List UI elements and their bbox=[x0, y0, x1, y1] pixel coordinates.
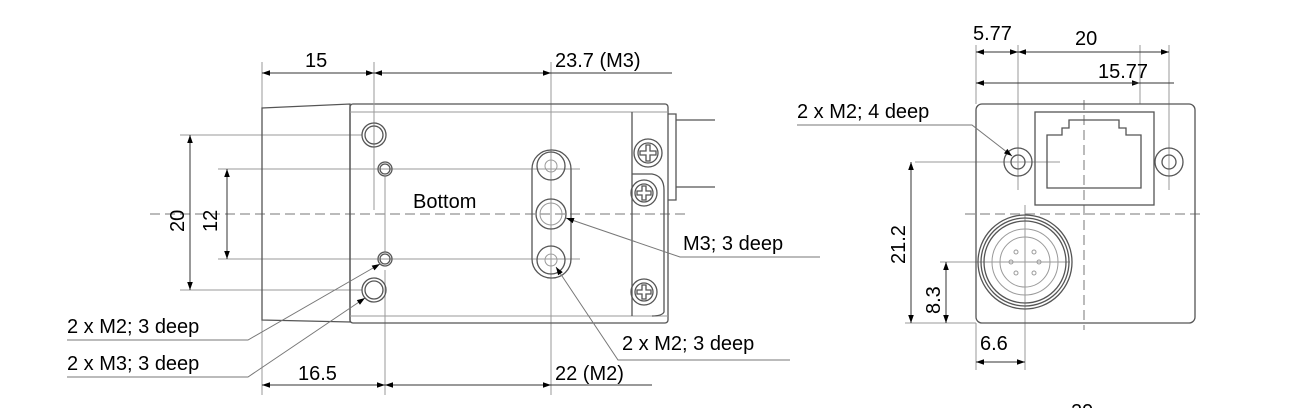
callout-m3-center: M3; 3 deep bbox=[683, 233, 783, 255]
dim-20-horizontal: 20 bbox=[1075, 28, 1097, 50]
mounting-slot bbox=[531, 149, 572, 279]
callout-m2-slot: 2 x M2; 3 deep bbox=[622, 333, 754, 355]
dim-5-77: 5.77 bbox=[973, 23, 1012, 45]
callout-m2-top: 2 x M2; 4 deep bbox=[797, 101, 929, 123]
rear-connector bbox=[668, 113, 715, 201]
extension-lines bbox=[905, 45, 1205, 370]
mounting-holes bbox=[361, 122, 393, 303]
dim-15: 15 bbox=[305, 50, 327, 72]
dim-23-7: 23.7 (M3) bbox=[555, 50, 641, 72]
dim-15-77: 15.77 bbox=[1098, 61, 1148, 83]
dim-29: 29 bbox=[1071, 401, 1093, 408]
dim-6-6: 6.6 bbox=[980, 333, 1008, 355]
view-title: Bottom bbox=[413, 191, 476, 213]
dim-20-vertical: 20 bbox=[167, 210, 189, 232]
bottom-view: Bottom 15 23.7 (M3) 16.5 22 (M2) 20 12 M… bbox=[67, 50, 820, 395]
extension-lines bbox=[150, 62, 690, 395]
screw-icons bbox=[630, 138, 663, 306]
callout-m2-left: 2 x M2; 3 deep bbox=[67, 316, 199, 338]
ethernet-port bbox=[1034, 111, 1155, 206]
mounting-holes bbox=[1003, 147, 1184, 177]
rear-body bbox=[975, 103, 1196, 324]
dim-12: 12 bbox=[200, 210, 222, 232]
dim-21-2: 21.2 bbox=[888, 225, 910, 264]
dim-22: 22 (M2) bbox=[555, 363, 624, 385]
dim-16-5: 16.5 bbox=[298, 363, 337, 385]
callout-m3-left: 2 x M3; 3 deep bbox=[67, 353, 199, 375]
camera-body bbox=[349, 103, 669, 324]
dim-8-3: 8.3 bbox=[923, 286, 945, 314]
rear-view: 5.77 20 15.77 21.2 8.3 6.6 29 2 x M2; 4 … bbox=[797, 23, 1205, 408]
io-connector bbox=[977, 214, 1073, 310]
